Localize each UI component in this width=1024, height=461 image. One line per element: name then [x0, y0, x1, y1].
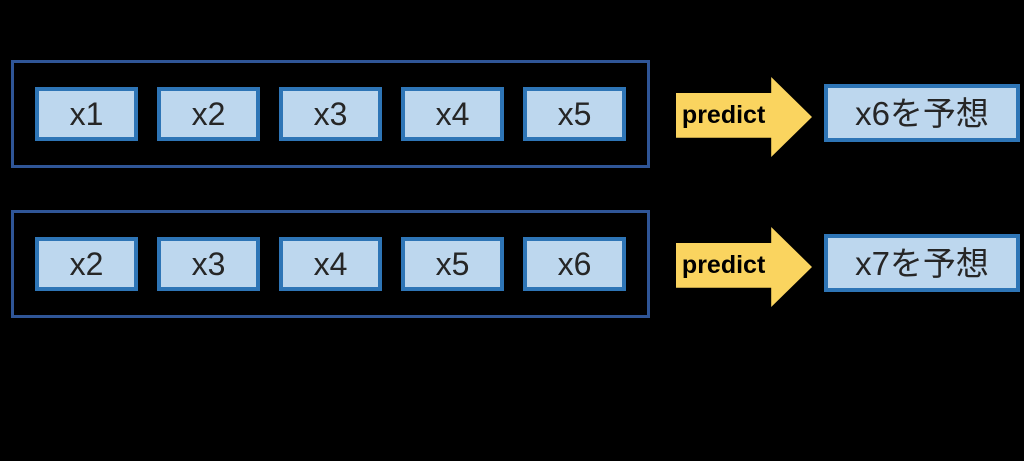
predict-arrow-label-wrap: predict [676, 93, 771, 138]
sequence-box-label: x2 [69, 246, 104, 282]
sequence-box: x4 [279, 237, 382, 291]
sequence-box-label: x1 [69, 96, 104, 132]
sequence-box-label: x5 [557, 96, 592, 132]
sequence-box: x6 [523, 237, 626, 291]
sequence-box: x1 [35, 87, 138, 141]
predict-arrow-label: predict [681, 250, 766, 279]
predict-arrow-icon: predict [676, 77, 812, 157]
input-sequence-container-2: x2 x3 x4 x5 x6 [11, 210, 650, 318]
prediction-row-1: x1 x2 x3 x4 x5 predict x6を予想 [0, 60, 1024, 168]
prediction-output-box-2: x7を予想 [824, 234, 1020, 292]
predict-arrow-label-wrap: predict [676, 243, 771, 288]
sequence-box-label: x6 [557, 246, 592, 282]
sequence-box-label: x4 [435, 96, 470, 132]
sequence-box: x5 [401, 237, 504, 291]
sequence-box: x3 [157, 237, 260, 291]
sequence-box: x4 [401, 87, 504, 141]
sequence-box: x2 [157, 87, 260, 141]
sequence-box: x2 [35, 237, 138, 291]
sequence-box-label: x2 [191, 96, 226, 132]
prediction-output-label: x7を予想 [855, 244, 989, 282]
prediction-row-2: x2 x3 x4 x5 x6 predict x7を予想 [0, 210, 1024, 318]
prediction-output-label: x6を予想 [855, 94, 989, 132]
sequence-box-label: x3 [191, 246, 226, 282]
sequence-box-label: x5 [435, 246, 470, 282]
predict-arrow-icon: predict [676, 227, 812, 307]
prediction-output-box-1: x6を予想 [824, 84, 1020, 142]
sequence-box: x5 [523, 87, 626, 141]
predict-arrow-label: predict [681, 100, 766, 129]
sequence-box-label: x4 [313, 246, 348, 282]
sequence-box: x3 [279, 87, 382, 141]
input-sequence-container-1: x1 x2 x3 x4 x5 [11, 60, 650, 168]
sequence-box-label: x3 [313, 96, 348, 132]
